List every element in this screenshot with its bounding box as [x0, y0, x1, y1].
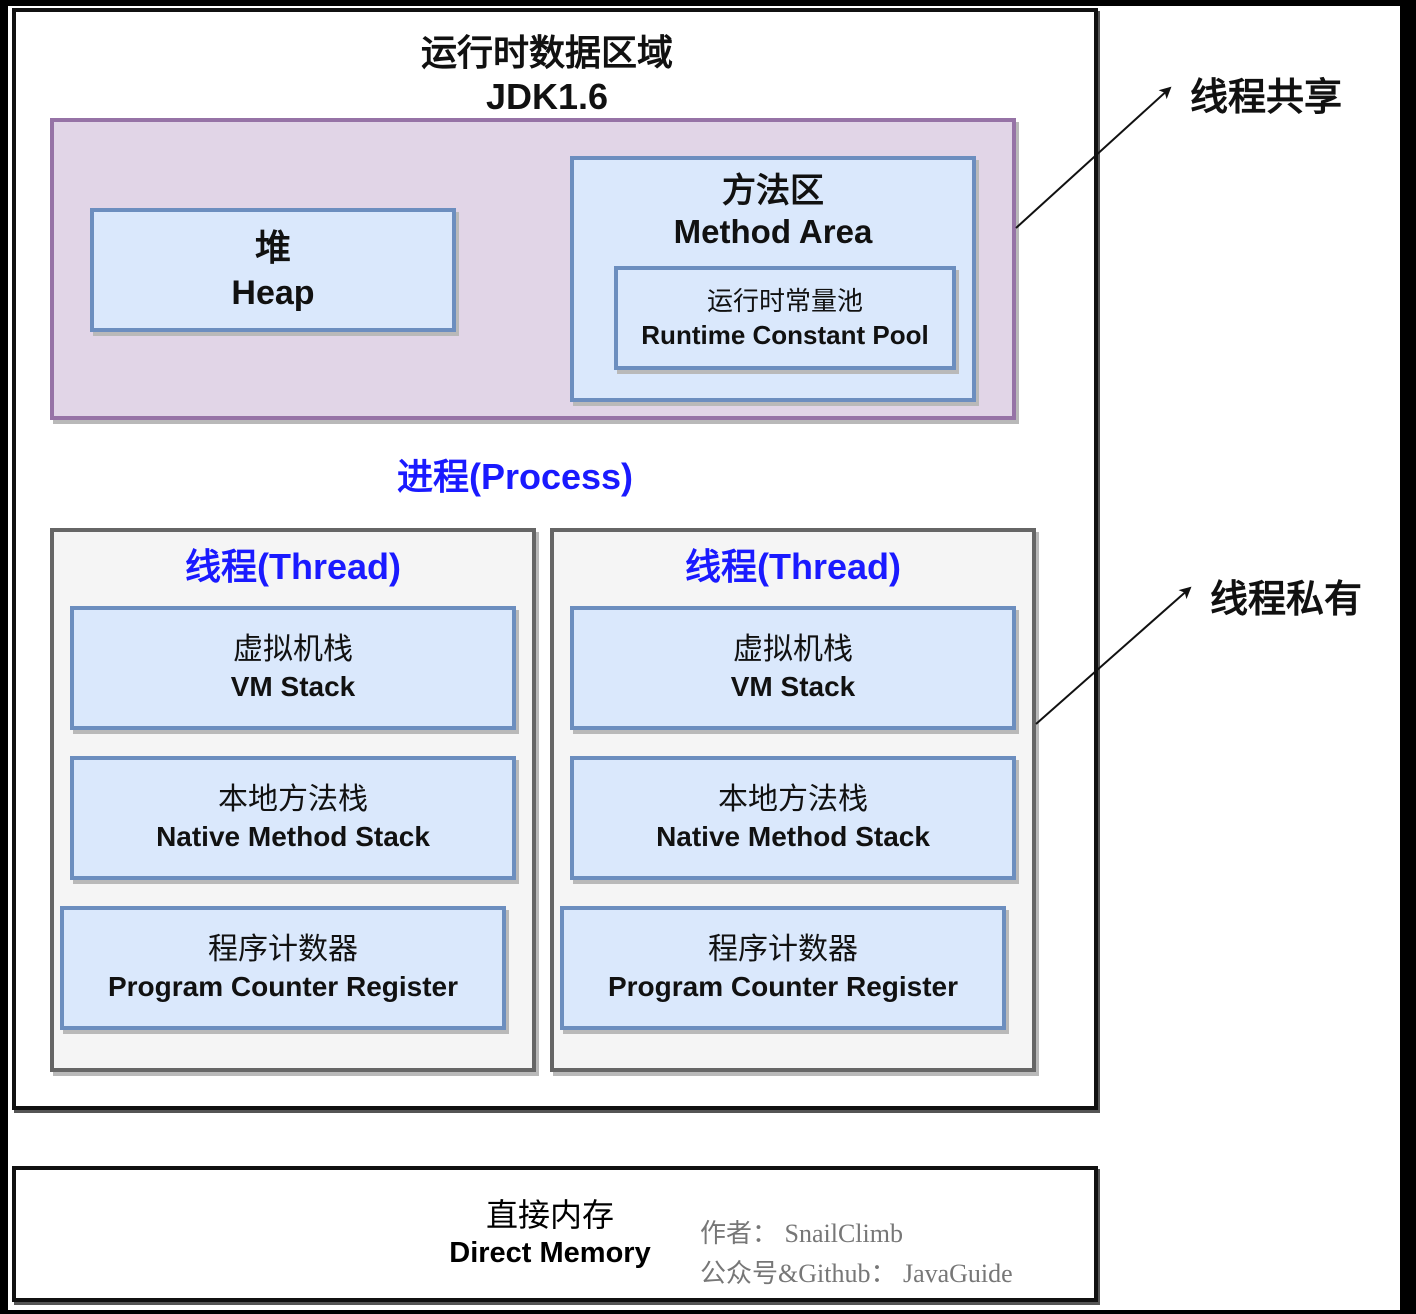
- runtime-constant-pool-block: 运行时常量池 Runtime Constant Pool: [614, 266, 956, 370]
- native-method-stack-block: 本地方法栈 Native Method Stack: [70, 756, 516, 880]
- native-method-stack-label-cn: 本地方法栈: [218, 783, 368, 816]
- vm-stack-label-cn: 虚拟机栈: [233, 633, 353, 666]
- native-method-stack-block: 本地方法栈 Native Method Stack: [570, 756, 1016, 880]
- author-credit: 作者： SnailClimb: [700, 1219, 903, 1248]
- vm-stack-block: 虚拟机栈 VM Stack: [70, 606, 516, 730]
- shared-arrow: [1015, 86, 1172, 229]
- method-area-label-cn: 方法区: [722, 172, 824, 210]
- vm-stack-label-en: VM Stack: [230, 671, 356, 702]
- constant-pool-label-en: Runtime Constant Pool: [641, 320, 929, 350]
- method-area-label-en: Method Area: [673, 213, 873, 250]
- vm-stack-label-en: VM Stack: [730, 671, 856, 702]
- runtime-data-area: [12, 8, 1098, 1110]
- direct-memory-label: 直接内存 Direct Memory: [400, 1196, 700, 1272]
- direct-memory-label-cn: 直接内存: [485, 1197, 614, 1233]
- heap-block: 堆 Heap: [90, 208, 456, 332]
- direct-memory-block: [12, 1166, 1098, 1302]
- vm-stack-label-cn: 虚拟机栈: [733, 633, 853, 666]
- program-counter-label-en: Program Counter Register: [607, 971, 959, 1002]
- vm-stack-block: 虚拟机栈 VM Stack: [570, 606, 1016, 730]
- program-counter-label-en: Program Counter Register: [107, 971, 459, 1002]
- thread-label: 线程(Thread): [684, 546, 901, 587]
- direct-memory-label-en: Direct Memory: [449, 1237, 651, 1269]
- credits: 作者： SnailClimb 公众号&Github： JavaGuide: [700, 1214, 1013, 1294]
- account-credit: 公众号&Github： JavaGuide: [700, 1259, 1013, 1288]
- runtime-version: JDK1.6: [485, 76, 609, 117]
- native-method-stack-label-en: Native Method Stack: [156, 821, 430, 852]
- program-counter-label-cn: 程序计数器: [208, 933, 358, 966]
- program-counter-block: 程序计数器 Program Counter Register: [560, 906, 1006, 1030]
- native-method-stack-label-cn: 本地方法栈: [718, 783, 868, 816]
- thread-shared-label: 线程共享: [1190, 77, 1343, 119]
- native-method-stack-label-en: Native Method Stack: [656, 821, 930, 852]
- process-label: 进程(Process): [396, 456, 634, 497]
- heap-label-en: Heap: [231, 274, 315, 312]
- constant-pool-label-cn: 运行时常量池: [706, 286, 863, 316]
- heap-label-cn: 堆: [254, 227, 291, 268]
- runtime-title: 运行时数据区域: [420, 32, 673, 73]
- program-counter-label-cn: 程序计数器: [708, 933, 858, 966]
- thread-label: 线程(Thread): [184, 546, 401, 587]
- thread-private-label: 线程私有: [1210, 579, 1363, 621]
- program-counter-block: 程序计数器 Program Counter Register: [60, 906, 506, 1030]
- private-arrow: [1035, 586, 1192, 725]
